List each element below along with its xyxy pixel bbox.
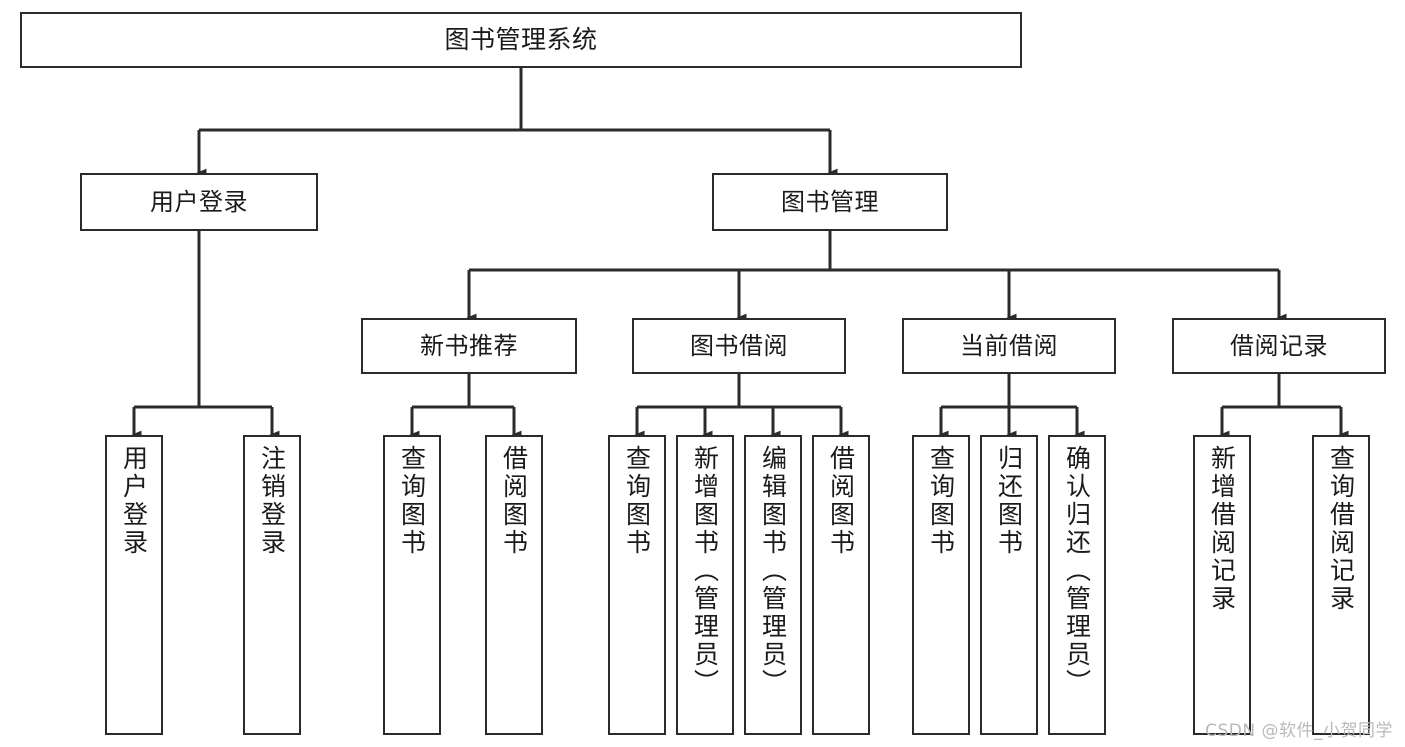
- node-label: 用户登录: [150, 187, 248, 216]
- node-label: 图书借阅: [690, 331, 788, 360]
- csdn-watermark: CSDN @软件_小贺同学: [1205, 721, 1393, 741]
- node-label: 编辑图书（管理员）: [758, 445, 788, 697]
- leaf-borrow-book[interactable]: 借阅图书: [812, 435, 870, 735]
- node-label: 新书推荐: [420, 331, 518, 360]
- node-label: 图书管理系统: [444, 25, 598, 55]
- node-book-management[interactable]: 图书管理: [712, 173, 948, 231]
- node-label: 当前借阅: [960, 331, 1058, 360]
- node-label: 查询图书: [397, 445, 427, 557]
- node-label: 图书管理: [781, 187, 879, 216]
- node-label: 归还图书: [994, 445, 1024, 557]
- node-label: 借阅图书: [826, 445, 856, 557]
- leaf-return-book[interactable]: 归还图书: [980, 435, 1038, 735]
- node-label: 查询图书: [622, 445, 652, 557]
- leaf-logout-login[interactable]: 注销登录: [243, 435, 301, 735]
- node-label: 查询图书: [926, 445, 956, 557]
- node-label: 注销登录: [257, 445, 287, 557]
- node-new-book-recommend[interactable]: 新书推荐: [361, 318, 577, 374]
- leaf-query-book-recommend[interactable]: 查询图书: [383, 435, 441, 735]
- node-current-borrow[interactable]: 当前借阅: [902, 318, 1116, 374]
- leaf-query-borrow-record[interactable]: 查询借阅记录: [1312, 435, 1370, 735]
- node-label: 新增借阅记录: [1207, 445, 1237, 613]
- node-label: 借阅记录: [1230, 331, 1328, 360]
- node-label: 确认归还（管理员）: [1062, 445, 1092, 697]
- leaf-query-book-current[interactable]: 查询图书: [912, 435, 970, 735]
- node-label: 用户登录: [119, 445, 149, 557]
- leaf-add-book-admin[interactable]: 新增图书（管理员）: [676, 435, 734, 735]
- leaf-add-borrow-record[interactable]: 新增借阅记录: [1193, 435, 1251, 735]
- node-user-login[interactable]: 用户登录: [80, 173, 318, 231]
- node-root-book-management-system[interactable]: 图书管理系统: [20, 12, 1022, 68]
- node-label: 查询借阅记录: [1326, 445, 1356, 613]
- leaf-query-book-borrow[interactable]: 查询图书: [608, 435, 666, 735]
- leaf-confirm-return-admin[interactable]: 确认归还（管理员）: [1048, 435, 1106, 735]
- node-borrow-record[interactable]: 借阅记录: [1172, 318, 1386, 374]
- node-book-borrow[interactable]: 图书借阅: [632, 318, 846, 374]
- node-label: 新增图书（管理员）: [690, 445, 720, 697]
- leaf-borrow-book-recommend[interactable]: 借阅图书: [485, 435, 543, 735]
- leaf-user-login[interactable]: 用户登录: [105, 435, 163, 735]
- leaf-edit-book-admin[interactable]: 编辑图书（管理员）: [744, 435, 802, 735]
- node-label: 借阅图书: [499, 445, 529, 557]
